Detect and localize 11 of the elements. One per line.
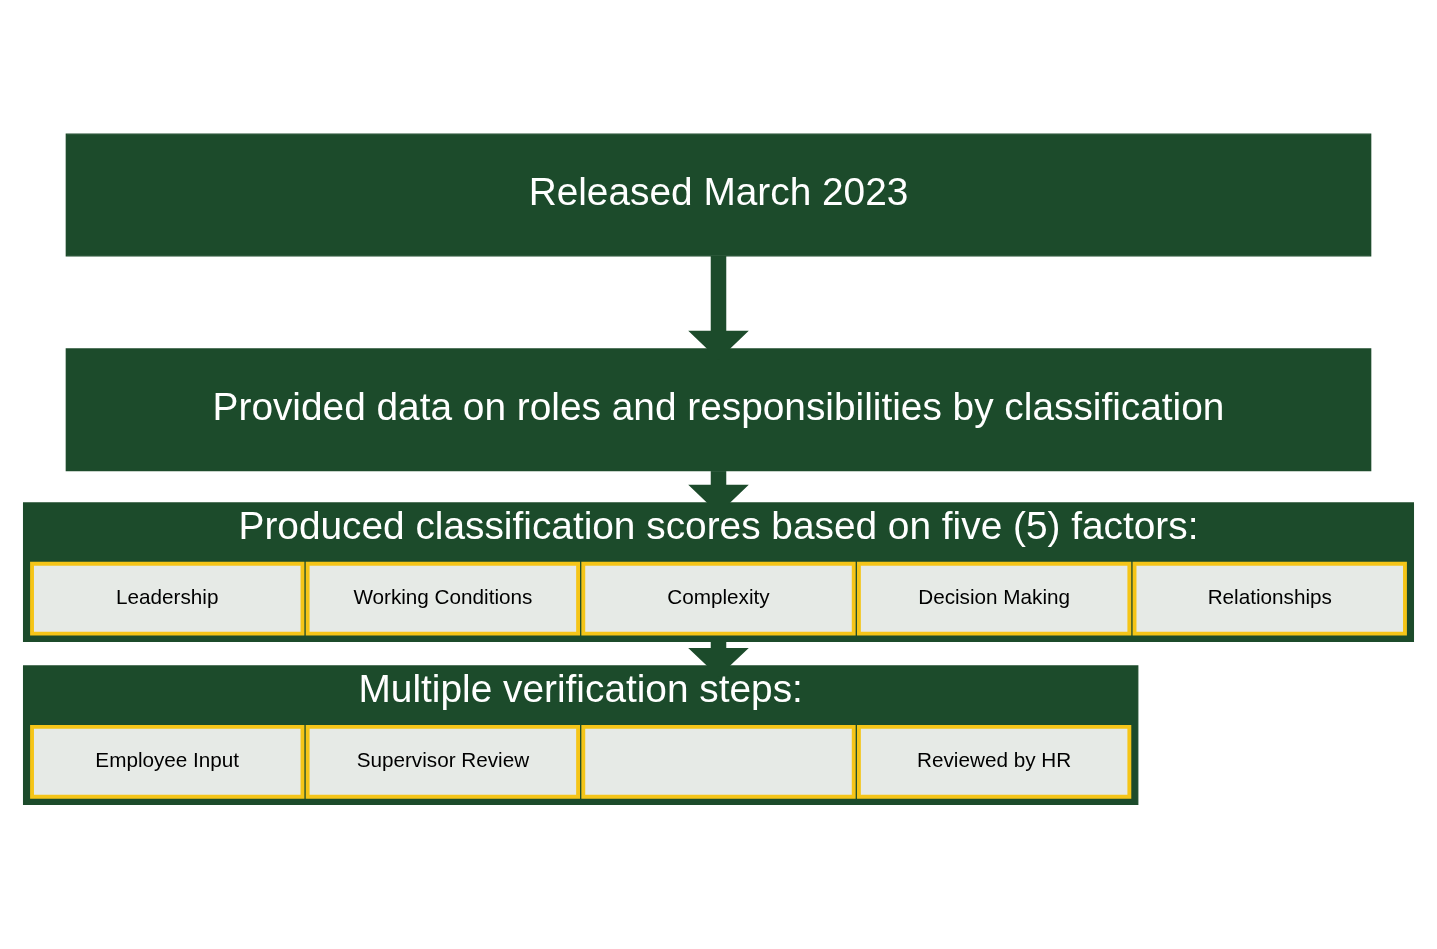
node-box: Supervisor Review (305, 724, 581, 799)
node-box: Relationships (1132, 561, 1407, 636)
node-box (581, 724, 856, 799)
node-box: Reviewed by HR (856, 724, 1132, 799)
node-box: Working Conditions (305, 561, 581, 636)
node-box: Leadership (30, 561, 305, 636)
node-box: Complexity (581, 561, 856, 636)
node-box: Provided data on roles and responsibilities by classification (65, 348, 1372, 472)
node-box: Released March 2023 (65, 133, 1372, 257)
node-box: Decision Making (856, 561, 1132, 636)
node-box: Employee Input (30, 724, 305, 799)
